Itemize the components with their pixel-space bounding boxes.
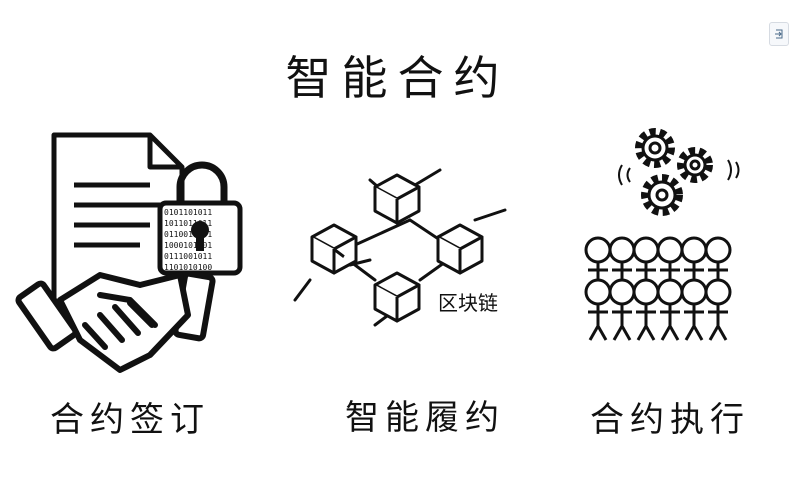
sidebar-toggle-icon [775,29,783,39]
padlock-icon: 0101101011 1011011011 0110011101 1000101… [157,161,243,276]
lock-bits-row: 1101010100 [164,263,212,272]
blockchain-illustration: 区块链 [293,168,507,327]
panel-label-fulfillment: 智能履约 [345,398,505,438]
handshake-icon [15,270,216,373]
crowd-icon [584,236,732,341]
sidebar-toggle-button[interactable] [769,22,789,46]
gear-icon [677,147,713,183]
stick-figure-icon [608,278,636,341]
contract-signing-illustration: 0101101011 1011011011 0110011101 1000101… [15,132,243,373]
lock-bits-row: 0101101011 [164,208,212,217]
panel-label-signing: 合约签订 [50,400,210,440]
lock-bits-row: 0110011101 [164,230,212,239]
chain-links [293,168,507,327]
lock-bits-row: 0111001011 [164,252,212,261]
stick-figure-icon [680,278,708,341]
stick-figure-icon [584,278,612,341]
lock-bits-row: 1000101001 [164,241,212,250]
execution-illustration [584,128,740,341]
block-cube-icon [373,173,421,225]
gear-icon [635,128,675,168]
block-cube-icon [373,271,421,323]
block-cube-icon [436,223,484,275]
motion-marks [618,159,740,186]
blockchain-caption: 区块链 [438,291,498,315]
page-title: 智能合约 [285,51,510,105]
stick-figure-icon [656,278,684,341]
lock-bits-row: 1011011011 [164,219,212,228]
panel-label-execution: 合约执行 [590,400,750,440]
block-cube-icon [310,223,358,275]
stick-figure-icon [704,278,732,341]
stick-figure-icon [632,278,660,341]
gear-icon [641,174,683,216]
